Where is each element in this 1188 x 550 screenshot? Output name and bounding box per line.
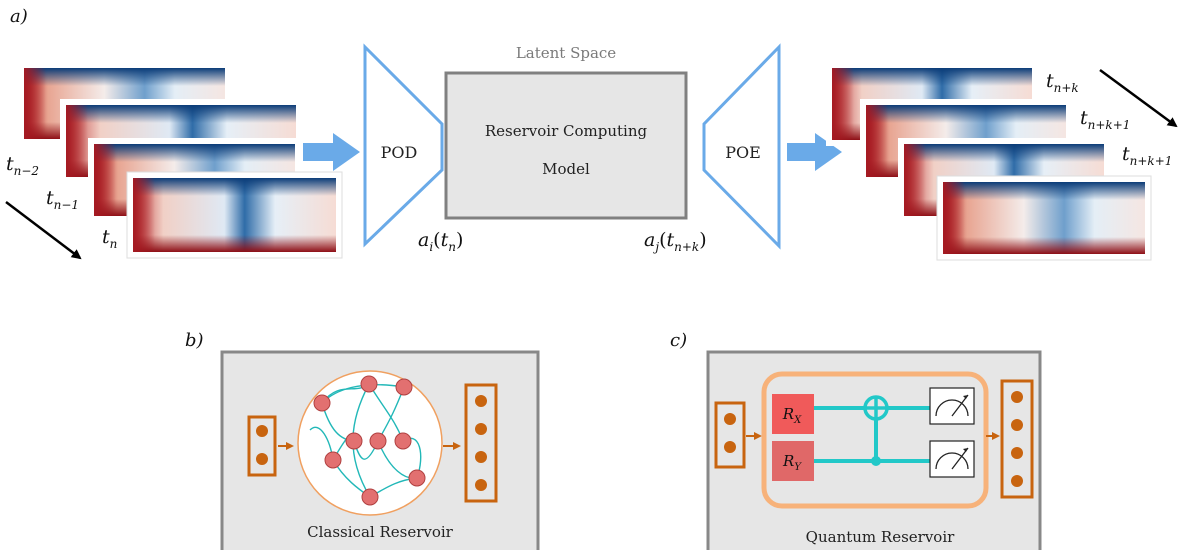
- latent-space-label: Latent Space: [516, 44, 616, 62]
- reservoir-node: [345, 432, 363, 450]
- model-title-line1: Reservoir Computing: [485, 122, 648, 140]
- cnot-control-dot: [871, 456, 881, 466]
- input-snapshot-stack: [18, 62, 343, 259]
- rx-gate-label: RX: [782, 405, 802, 426]
- output-vector: [464, 383, 498, 503]
- coefficient-input-label: ai(tn): [418, 229, 463, 254]
- output-node: [475, 479, 487, 491]
- reservoir-node: [324, 451, 342, 469]
- quantum-reservoir-caption: Quantum Reservoir: [806, 528, 955, 546]
- reservoir-node: [313, 394, 331, 412]
- reservoir-node: [395, 378, 413, 396]
- model-title-line2: Model: [542, 160, 590, 178]
- poe-label: POE: [725, 143, 761, 162]
- input-node: [256, 453, 268, 465]
- time-direction-arrow: [1099, 68, 1178, 128]
- time-label-t-n-2: tn−2: [6, 153, 39, 178]
- output-snapshot-stack: [826, 62, 1152, 261]
- rx-gate: [772, 394, 814, 434]
- pod-encoder-shape: [363, 43, 444, 248]
- output-node: [1011, 419, 1023, 431]
- reservoir-computing-model-box: [444, 71, 688, 220]
- time-label-t-n: tn: [102, 226, 117, 251]
- time-label-t-n-k-1-second: tn+k+1: [1122, 143, 1172, 168]
- measurement-meter-icon: [929, 387, 975, 425]
- measurement-meter-icon: [929, 440, 975, 478]
- snapshot-frame: [126, 171, 343, 259]
- output-node: [475, 395, 487, 407]
- reservoir-node: [394, 432, 412, 450]
- input-node: [724, 441, 736, 453]
- output-node: [475, 451, 487, 463]
- output-node: [475, 423, 487, 435]
- input-node: [724, 413, 736, 425]
- input-vector: [247, 415, 277, 477]
- flow-arrow-to-encoder: [303, 133, 360, 171]
- output-node: [1011, 391, 1023, 403]
- reservoir-node: [369, 432, 387, 450]
- poe-decoder-shape: [702, 43, 781, 250]
- time-label-t-n-k-1: tn+k+1: [1080, 107, 1130, 132]
- coefficient-output-label: aj(tn+k): [644, 229, 707, 254]
- panel-a-label: a): [10, 6, 28, 27]
- pod-label: POD: [381, 143, 418, 162]
- reservoir-node: [361, 488, 379, 506]
- time-direction-arrow: [5, 201, 82, 260]
- snapshot-frame: [936, 175, 1152, 261]
- input-vector: [714, 401, 746, 469]
- classical-reservoir-caption: Classical Reservoir: [307, 523, 454, 541]
- input-node: [256, 425, 268, 437]
- quantum-circuit-frame: [761, 371, 989, 509]
- panel-c-label: c): [670, 330, 687, 351]
- panel-b-label: b): [185, 330, 204, 351]
- time-label-t-n-k: tn+k: [1046, 70, 1079, 95]
- reservoir-node: [408, 469, 426, 487]
- ry-gate: [772, 441, 814, 481]
- time-label-t-n-1: tn−1: [46, 187, 79, 212]
- ry-gate-label: RY: [782, 452, 802, 473]
- output-node: [1011, 475, 1023, 487]
- reservoir-node: [360, 375, 378, 393]
- reservoir-nodes: [313, 375, 426, 506]
- output-vector: [1000, 379, 1034, 499]
- output-node: [1011, 447, 1023, 459]
